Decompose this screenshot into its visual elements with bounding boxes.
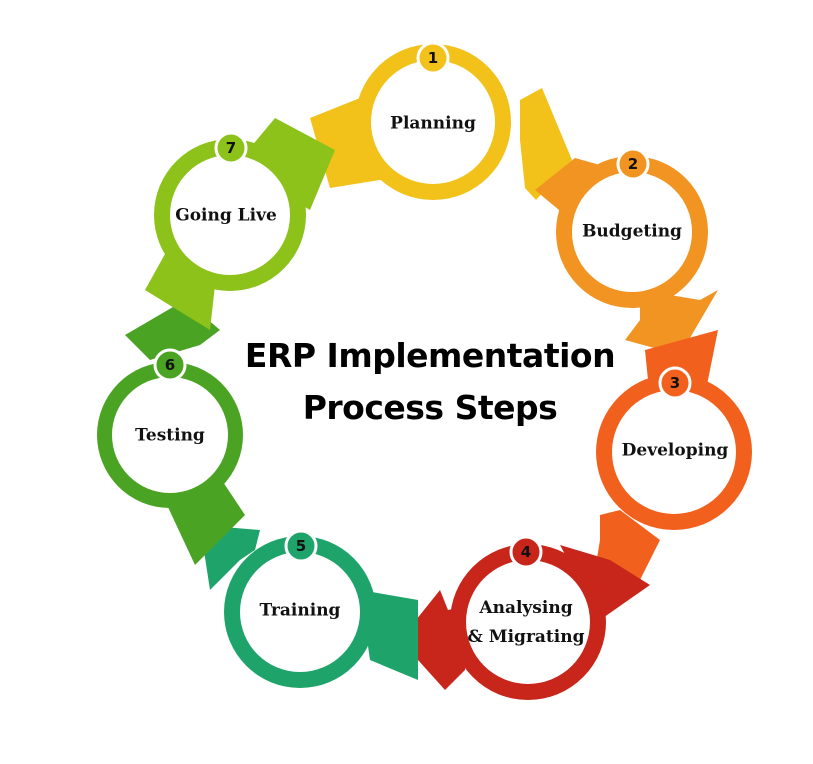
step-4-node: [400, 535, 650, 700]
step-5-center: [240, 552, 360, 672]
step-5-node: [200, 525, 418, 688]
step-1-label: Planning: [390, 113, 476, 134]
step-7-center: [170, 155, 290, 275]
step-3-node: [595, 330, 752, 580]
step-1-badge: [416, 41, 450, 75]
step-2-arrow-tail: [535, 158, 600, 215]
step-7-node: [145, 118, 335, 330]
diagram-title-line-2: Process Steps: [302, 388, 558, 427]
step-2-arrow: [625, 290, 718, 355]
step-5-label: Training: [259, 600, 341, 621]
step-1-center: [371, 60, 495, 184]
step-6-node: [97, 300, 245, 565]
step-6-center: [112, 377, 228, 493]
step-3-number: 3: [669, 374, 681, 392]
step-4-center: [466, 560, 590, 684]
step-5-number: 5: [295, 537, 307, 555]
step-2-center: [572, 172, 692, 292]
step-5-badge: [284, 529, 318, 563]
step-2-node: [535, 147, 718, 355]
diagram-title-line-1: ERP Implementation: [244, 336, 616, 375]
step-7-badge: [214, 131, 248, 165]
step-4-number: 4: [520, 543, 532, 561]
step-4-arrow-tail: [560, 545, 650, 620]
step-2-number: 2: [627, 155, 639, 173]
step-6-number: 6: [164, 356, 176, 374]
step-2-label: Budgeting: [582, 221, 682, 242]
step-7-arrow-tail: [145, 245, 215, 330]
step-6-label: Testing: [135, 425, 205, 446]
step-4-label-block: Analysing & Migrating: [468, 594, 585, 652]
step-7-number: 7: [225, 139, 237, 157]
step-3-center: [612, 390, 736, 514]
step-1-node: [310, 41, 572, 200]
step-4-label-line-2: & Migrating: [467, 627, 585, 647]
step-3-badge: [658, 366, 692, 400]
step-2-badge: [616, 147, 650, 181]
step-4-label: Analysing: [479, 598, 573, 618]
step-6-badge: [153, 348, 187, 382]
step-7-arrow: [240, 118, 335, 210]
step-4-badge: [509, 535, 543, 569]
step-7-label: Going Live: [175, 205, 277, 226]
step-3-label: Developing: [621, 440, 729, 461]
step-1-number: 1: [427, 49, 439, 67]
